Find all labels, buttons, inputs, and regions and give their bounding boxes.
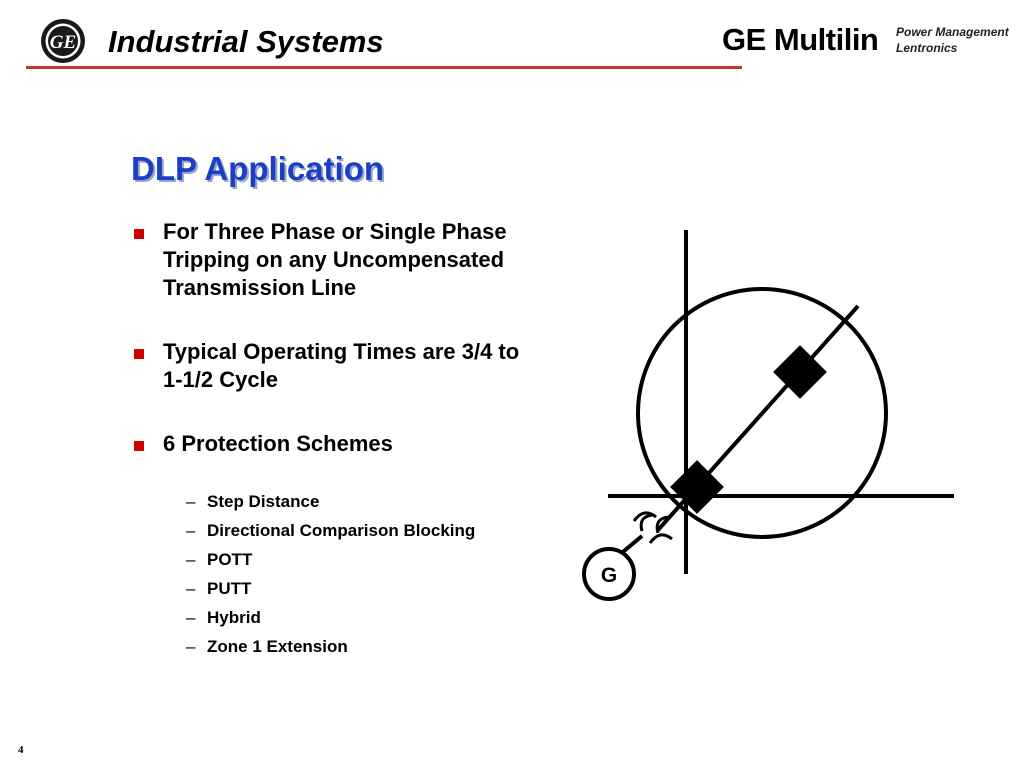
sub-bullet-item: PUTT [186,578,486,599]
header-divider [26,66,742,69]
sub-bullet-item: Directional Comparison Blocking [186,520,486,541]
sub-bullet-item: Step Distance [186,491,486,512]
sub-bullet-item: POTT [186,549,486,570]
generator-label: G [601,564,617,587]
sub-bullet-list: Step Distance Directional Comparison Blo… [186,491,486,665]
sub-bullet-item: Zone 1 Extension [186,636,486,657]
brand-name: GE Multilin [722,22,879,57]
brand-subtitle: Power Management Lentronics [896,24,1009,56]
brand-sub-line-2: Lentronics [896,41,958,55]
generator-icon [582,547,636,601]
bullet-item: 6 Protection Schemes [132,430,532,458]
bullet-item: For Three Phase or Single Phase Tripping… [132,218,532,302]
brand-sub-line-1: Power Management [896,25,1009,39]
bullet-list: For Three Phase or Single Phase Tripping… [132,218,532,464]
svg-text:GE: GE [50,32,76,53]
header: GE Industrial Systems GE Multilin Power … [0,0,1024,75]
transformer-icon [632,511,673,544]
page-number: 4 [18,744,24,756]
bullet-item: Typical Operating Times are 3/4 to 1-1/2… [132,338,532,394]
header-title: Industrial Systems [108,24,384,59]
protection-diagram: G [582,230,954,601]
sub-bullet-item: Hybrid [186,607,486,628]
relay-characteristic-circle [636,287,888,539]
ge-logo-icon: GE [41,19,85,63]
slide-title: DLP Application [131,150,385,187]
